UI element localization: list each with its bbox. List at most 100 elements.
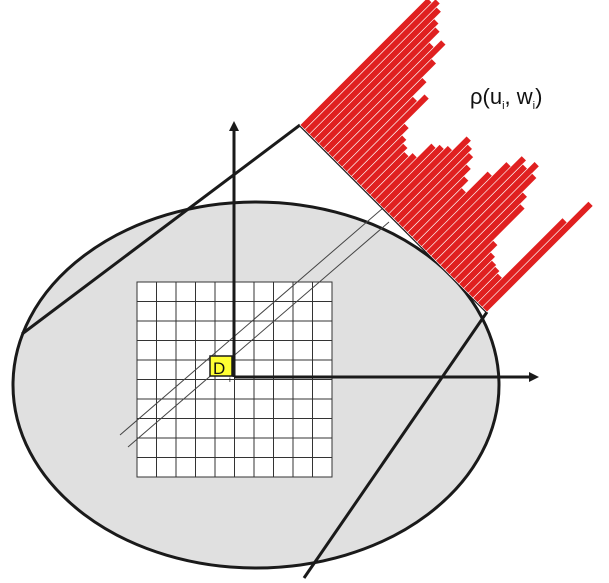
histogram-bar (360, 142, 409, 191)
histogram-bar (449, 203, 526, 280)
grid-cell (292, 340, 313, 361)
grid-cell (156, 457, 177, 478)
grid-cell (156, 301, 177, 322)
grid-cell (292, 457, 313, 478)
projection-label: ρ(ui, wi) (470, 84, 542, 112)
ray-line-lower (127, 221, 390, 448)
grid-cell (175, 340, 196, 361)
grid-cell (175, 281, 196, 302)
grid-cell (273, 301, 294, 322)
grid-cell (273, 437, 294, 458)
grid-cell (136, 320, 157, 341)
histogram-bar (388, 135, 472, 219)
grid-cell (292, 379, 313, 400)
projection-label-mid: , w (505, 84, 533, 109)
histogram-bar (407, 175, 470, 238)
grid-cell (156, 340, 177, 361)
grid-cell (136, 359, 157, 380)
histogram-bar (458, 251, 496, 290)
grid-cell (136, 437, 157, 458)
grid-cell (156, 418, 177, 439)
grid-cell (214, 457, 235, 478)
histogram-bar (439, 172, 538, 271)
grid-cell (175, 418, 196, 439)
histogram-bar (402, 163, 472, 233)
grid-cell (195, 281, 216, 302)
grid-cell (312, 437, 333, 458)
grid-cell (175, 379, 196, 400)
histogram-bar (336, 77, 428, 168)
grid-cell (253, 340, 274, 361)
histogram-bar (304, 0, 441, 135)
grid-cell (234, 301, 255, 322)
grid-cell (234, 379, 255, 400)
grid-cell (175, 437, 196, 458)
grid-cell (253, 437, 274, 458)
grid-cell (136, 301, 157, 322)
grid-cell (253, 457, 274, 478)
histogram-bar (481, 200, 594, 313)
grid-cell (195, 301, 216, 322)
grid-cell (195, 457, 216, 478)
grid-cell (136, 281, 157, 302)
grid-cell (234, 340, 255, 361)
grid-cell (234, 281, 255, 302)
grid-cell (195, 437, 216, 458)
grid-cell (214, 379, 235, 400)
grid-cell (214, 398, 235, 419)
projection-histogram (299, 0, 594, 313)
grid-cell (136, 418, 157, 439)
projection-label-sub1: i (502, 100, 504, 112)
grid-cell (312, 398, 333, 419)
grid-cell (175, 398, 196, 419)
grid-cell (253, 281, 274, 302)
projection-label-rho: ρ(u (470, 84, 502, 109)
grid-cell (214, 281, 235, 302)
grid-cell (195, 320, 216, 341)
histogram-bar (350, 122, 410, 182)
grid-cell (195, 418, 216, 439)
grid-cell (234, 418, 255, 439)
pixel-highlight (209, 355, 233, 377)
grid-cell (292, 281, 313, 302)
grid-cell (312, 320, 333, 341)
grid-cell (136, 457, 157, 478)
histogram-bar (467, 265, 501, 299)
grid-cell (273, 418, 294, 439)
grid-cell (312, 418, 333, 439)
axes (229, 121, 539, 382)
histogram-bar (355, 134, 408, 187)
frame-left-line (21, 123, 301, 336)
grid-cell (312, 457, 333, 478)
grid-cell (195, 379, 216, 400)
grid-cell (312, 301, 333, 322)
grid-cell (253, 379, 274, 400)
grid-cell (273, 457, 294, 478)
pixel-grid (136, 281, 333, 478)
grid-cell (214, 418, 235, 439)
grid-cell (292, 398, 313, 419)
histogram-bar (332, 58, 437, 163)
grid-cell (175, 359, 196, 380)
grid-cell (175, 301, 196, 322)
ray-beam (119, 207, 390, 448)
projection-label-close: ) (535, 84, 542, 109)
grid-cell (253, 398, 274, 419)
ray-line-upper (119, 207, 384, 436)
grid-cell (214, 437, 235, 458)
grid-cell (273, 340, 294, 361)
histogram-bar (425, 155, 527, 257)
histogram-bar (453, 239, 499, 285)
pixel-label: D (213, 359, 225, 378)
histogram-bar (346, 93, 430, 177)
grid-cell (136, 398, 157, 419)
histogram-bar (318, 26, 441, 149)
grid-cell (156, 281, 177, 302)
histogram-bar (308, 6, 442, 140)
grid-cell (136, 340, 157, 361)
grid-cell (273, 379, 294, 400)
grid-cell (292, 418, 313, 439)
grid-cell (175, 457, 196, 478)
grid-cell (156, 437, 177, 458)
